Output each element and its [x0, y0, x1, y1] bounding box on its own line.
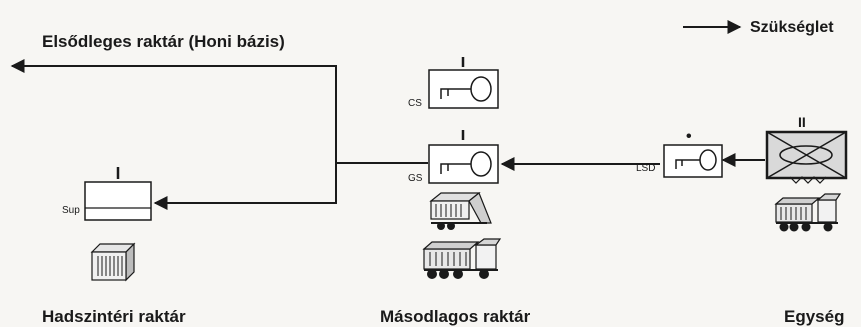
armored-unit-symbol-icon [765, 130, 848, 184]
unit-echelon: II [798, 114, 806, 130]
flow-lines [10, 59, 765, 210]
primary-warehouse-label: Elsődleges raktár (Honi bázis) [42, 32, 285, 51]
sup-code: Sup [62, 205, 80, 216]
theater-warehouse-node: Sup Hadszintéri raktár [42, 167, 186, 326]
key-symbol-icon [440, 151, 492, 177]
cargo-container-icon [90, 242, 136, 282]
secondary-warehouse-label: Másodlagos raktár [380, 307, 531, 326]
gs-code: GS [408, 173, 423, 184]
unit-label: Egység [784, 307, 844, 326]
unit-node: II Egység [765, 114, 848, 326]
cargo-trailer-icon [429, 192, 492, 230]
gs-node: GS [408, 130, 499, 184]
legend: Szükséglet [683, 19, 834, 36]
cs-node: CS [408, 57, 499, 109]
legend-label: Szükséglet [750, 19, 834, 36]
arrow-to-primary [10, 59, 337, 163]
truck-trailer-icon [422, 238, 502, 279]
lsd-code: LSD [636, 163, 655, 174]
key-symbol-icon [440, 76, 492, 102]
key-symbol-icon [675, 149, 717, 171]
truck-trailer-icon [774, 193, 842, 232]
arrow-to-theater [153, 163, 337, 210]
lsd-box [663, 144, 723, 178]
lsd-echelon-dot: • [686, 128, 692, 145]
theater-warehouse-label: Hadszintéri raktár [42, 307, 186, 326]
sup-box [84, 181, 152, 221]
lsd-node: • LSD [636, 128, 723, 178]
cs-code: CS [408, 98, 422, 109]
